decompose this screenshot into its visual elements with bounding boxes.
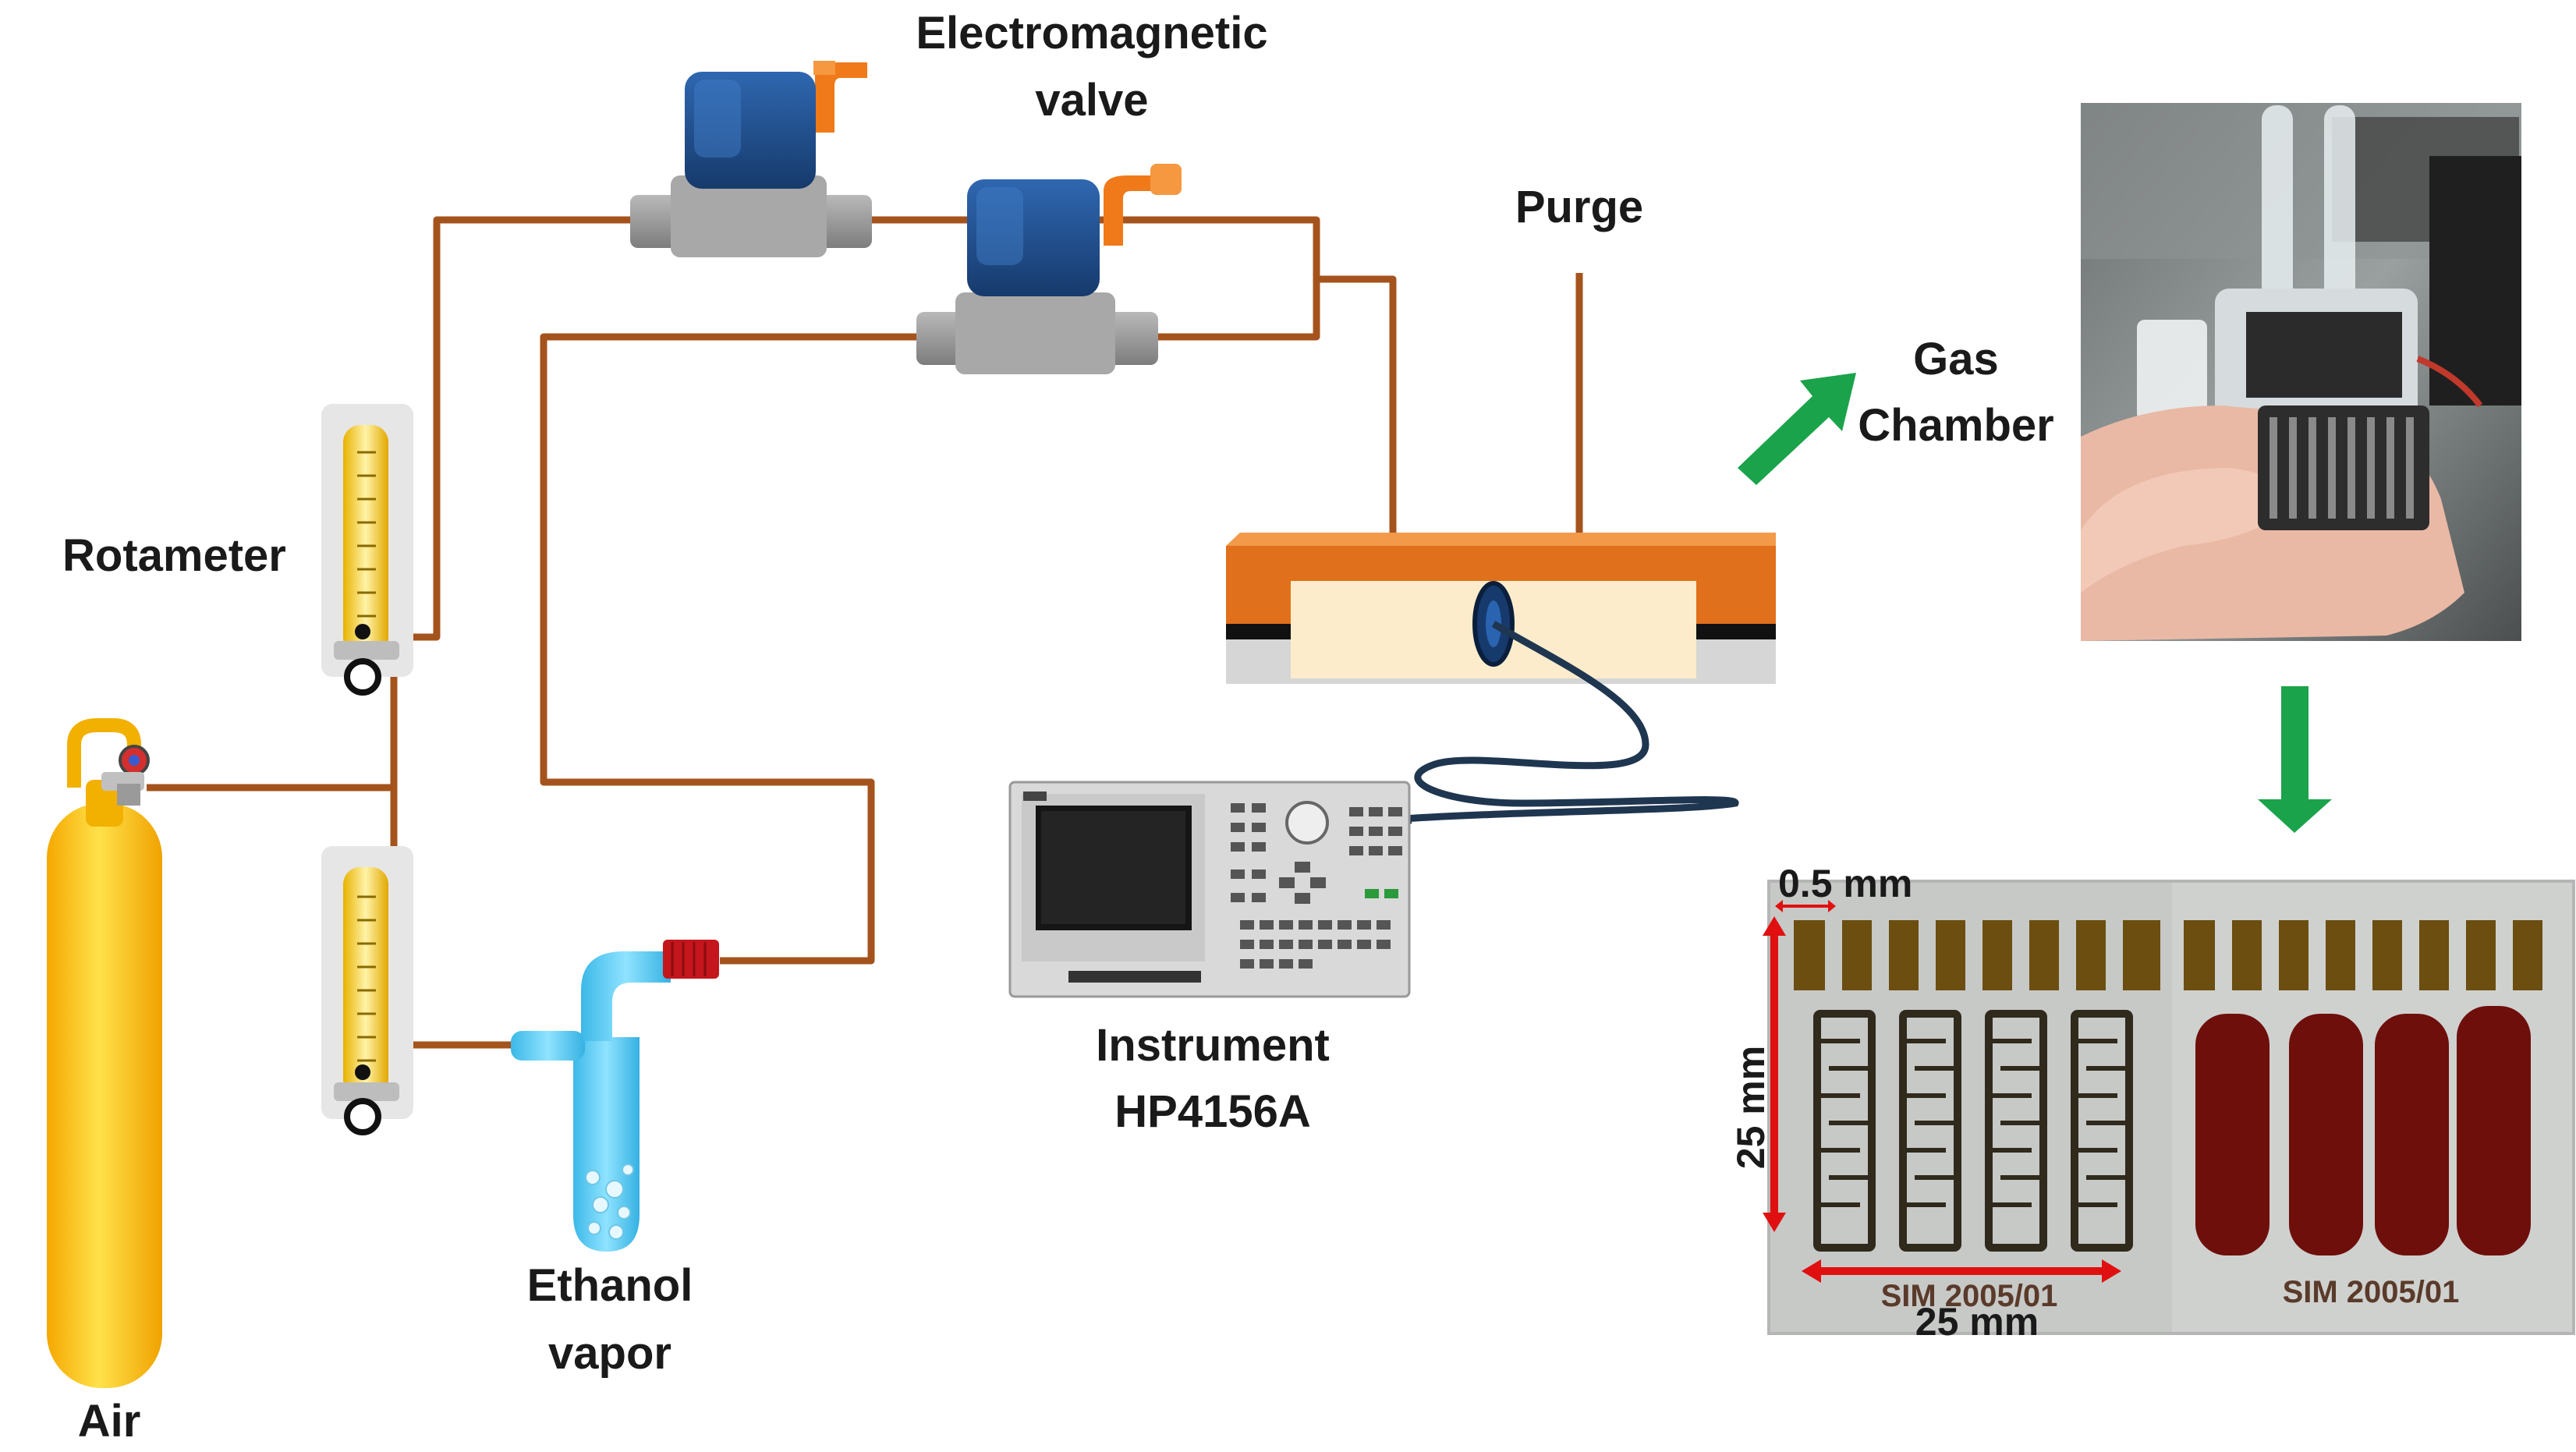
green-arrow-icon bbox=[1738, 373, 1856, 485]
electromagnetic-valve-icon bbox=[630, 61, 1182, 374]
gas-chamber-icon bbox=[1226, 533, 1776, 824]
air-label: Air bbox=[78, 1396, 141, 1447]
substrate-text-right: SIM 2005/01 bbox=[2283, 1275, 2460, 1309]
gap-dimension-label: 0.5 mm bbox=[1778, 862, 1912, 905]
valve-label-line2: valve bbox=[1035, 75, 1148, 126]
instrument-label-line2: HP4156A bbox=[1114, 1086, 1310, 1137]
gas-chamber-photo bbox=[2081, 103, 2521, 641]
ethanol-flask-icon bbox=[511, 940, 719, 1252]
purge-label: Purge bbox=[1515, 182, 1643, 232]
ethanol-label-line2: vapor bbox=[548, 1328, 671, 1379]
dimension-lines bbox=[1763, 916, 2121, 1283]
instrument-icon bbox=[1008, 781, 1411, 998]
rotameter-icon bbox=[321, 404, 413, 1135]
valve-label-line1: Electromagnetic bbox=[916, 8, 1267, 58]
green-arrow-icon bbox=[2258, 686, 2332, 833]
width-dimension-label: 25 mm bbox=[1915, 1300, 2039, 1344]
sensor-substrate-photo bbox=[1763, 880, 2575, 1335]
gas-chamber-label-line1: Gas bbox=[1913, 334, 1999, 384]
gas-chamber-label-line2: Chamber bbox=[1858, 400, 2053, 451]
height-dimension-label: 25 mm bbox=[1729, 1046, 1773, 1169]
instrument-label-line1: Instrument bbox=[1096, 1020, 1330, 1071]
air-cylinder-icon bbox=[47, 718, 162, 1388]
pipe-network bbox=[147, 216, 1583, 1049]
ethanol-label-line1: Ethanol bbox=[527, 1260, 693, 1311]
rotameter-label: Rotameter bbox=[62, 530, 286, 581]
substrate-text-left: SIM 2005/01 bbox=[1881, 1279, 2058, 1313]
